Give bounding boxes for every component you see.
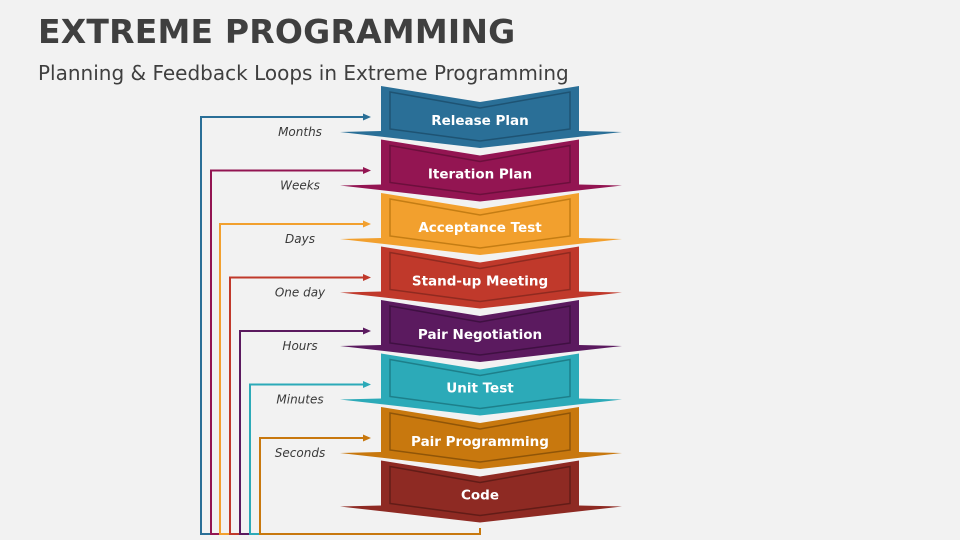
chevron-inner-outline [389, 358, 571, 410]
loop-duration-label: Days [285, 232, 315, 246]
step-label: Code [461, 488, 499, 504]
arrowhead-icon [363, 434, 371, 442]
arrowhead-icon [363, 113, 371, 121]
page-subtitle: Planning & Feedback Loops in Extreme Pro… [38, 61, 569, 85]
arrowhead-icon [363, 327, 371, 335]
page-title: EXTREME PROGRAMMING [38, 12, 516, 51]
step-stand-up-meeting: Stand-up Meeting [340, 246, 622, 309]
step-code: Code [340, 460, 622, 523]
step-pair-negotiation: Pair Negotiation [340, 300, 622, 362]
chevron-shape [340, 193, 622, 255]
loop-duration-label: Seconds [275, 446, 325, 460]
loop-duration-label: Months [278, 125, 322, 139]
step-label: Iteration Plan [428, 167, 532, 183]
loop-duration-label: Weeks [280, 179, 320, 193]
chevron-inner-outline [389, 305, 571, 356]
chevron-inner-outline [389, 144, 571, 196]
chevron-inner-outline [389, 251, 571, 303]
step-label: Pair Programming [411, 434, 549, 450]
arrowhead-icon [363, 167, 371, 174]
chevron-inner-outline [389, 412, 571, 463]
loop-line [259, 437, 481, 535]
step-acceptance-test: Acceptance Test [340, 193, 622, 255]
chevron-inner-outline [389, 465, 571, 517]
chevron-shape [340, 300, 622, 362]
step-pair-programming: Pair Programming [340, 407, 622, 469]
chevron-shape [340, 86, 622, 148]
loop-duration-label: Minutes [276, 393, 323, 407]
chevron-shape [340, 353, 622, 416]
arrowhead-icon [363, 220, 371, 228]
step-label: Release Plan [431, 113, 529, 129]
step-iteration-plan: Iteration Plan [340, 139, 622, 202]
arrowhead-icon [363, 381, 371, 388]
step-label: Pair Negotiation [418, 327, 542, 343]
chevron-shape [340, 407, 622, 469]
feedback-loop-6: Seconds [259, 434, 481, 535]
chevron-inner-outline [389, 198, 571, 249]
loop-duration-label: Hours [282, 339, 317, 353]
step-unit-test: Unit Test [340, 353, 622, 416]
chevron-inner-outline [389, 91, 571, 142]
loop-duration-label: One day [275, 286, 326, 300]
chevron-shape [340, 139, 622, 202]
step-label: Acceptance Test [418, 220, 542, 236]
chevron-shape [340, 460, 622, 523]
chevron-shape [340, 246, 622, 309]
arrowhead-icon [363, 274, 371, 281]
step-release-plan: Release Plan [340, 86, 622, 148]
step-label: Stand-up Meeting [412, 274, 548, 290]
step-label: Unit Test [446, 381, 514, 397]
